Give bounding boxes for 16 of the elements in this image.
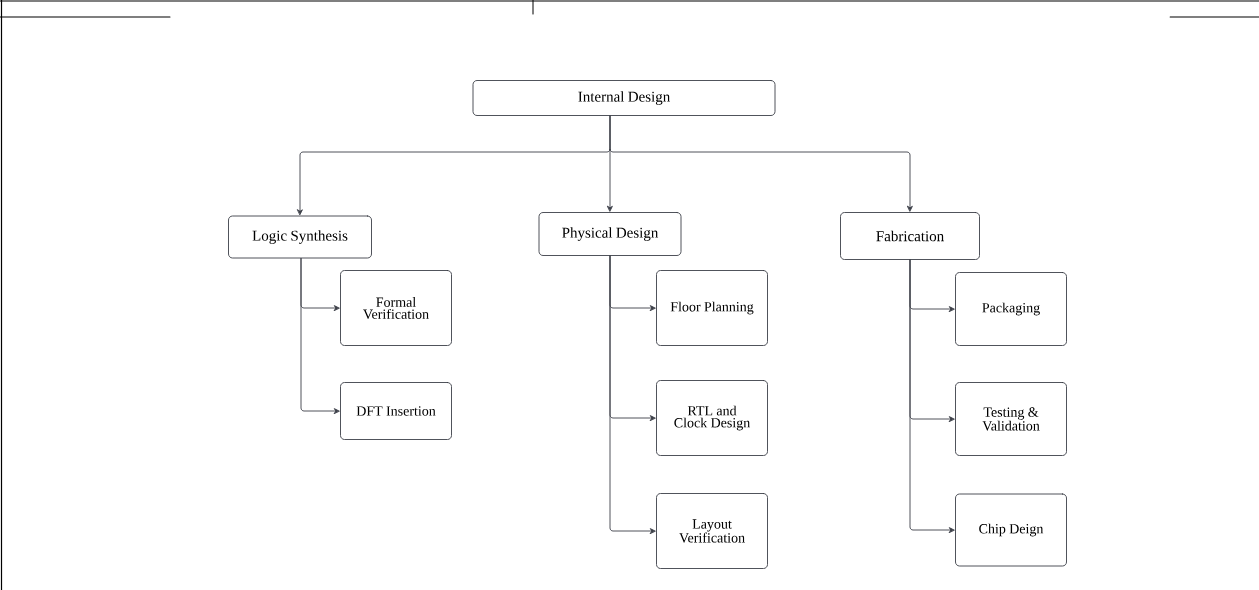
- process-box: Packaging: [955, 272, 1067, 346]
- process-box: Physical Design: [538, 212, 682, 256]
- process-box: Chip Deign: [955, 493, 1067, 567]
- process-box: Fabrication: [840, 212, 980, 260]
- process-box: DFT Insertion: [340, 382, 452, 440]
- process-box: Layout Verification: [656, 493, 768, 569]
- process-box: Testing & Validation: [955, 382, 1067, 456]
- process-box: Formal Verification: [340, 270, 452, 346]
- process-box: Floor Planning: [656, 270, 768, 346]
- process-box: Logic Synthesis: [228, 215, 372, 259]
- process-box: RTL and Clock Design: [656, 380, 768, 456]
- arrow: [609, 255, 656, 534]
- arrow: [300, 258, 340, 414]
- arrow: [609, 115, 913, 212]
- arrow: [909, 259, 955, 533]
- process-box: Internal Design: [472, 80, 776, 116]
